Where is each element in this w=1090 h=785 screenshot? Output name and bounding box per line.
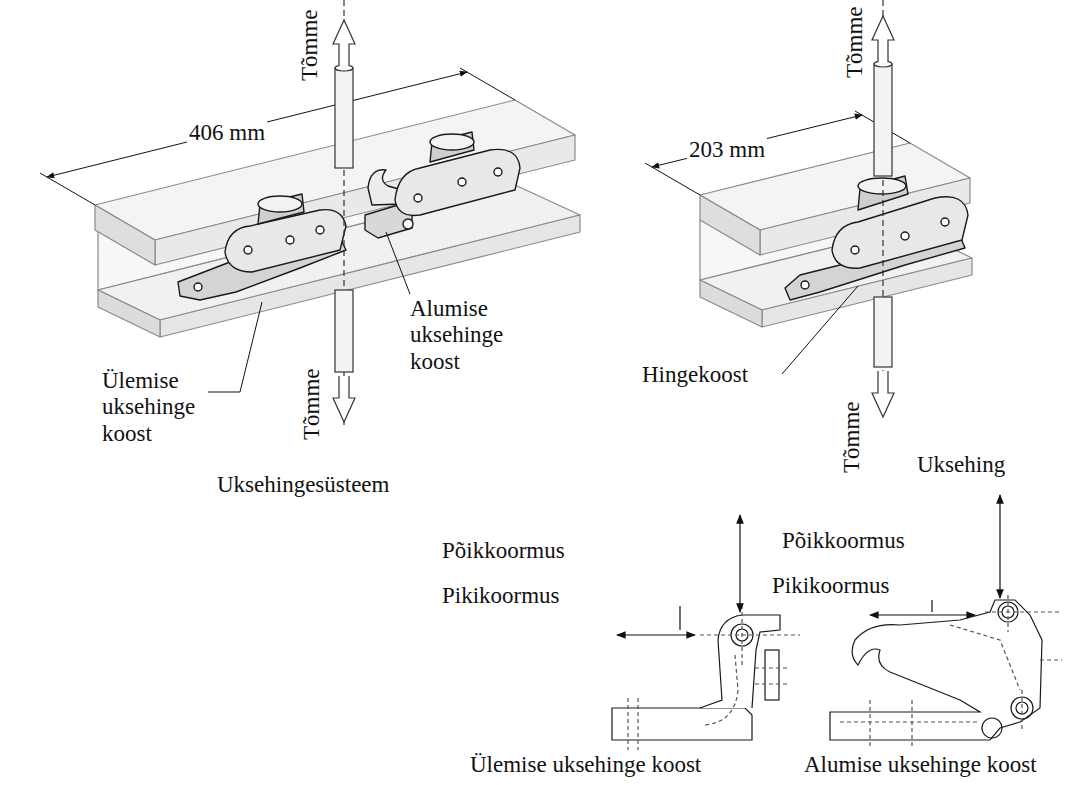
- pull-label: Tõmme: [842, 4, 868, 80]
- hinge-assembly-3d-part: [851, 246, 859, 254]
- pull-rods-part: [333, 376, 355, 422]
- lower-hinge-3d-part: [494, 168, 502, 176]
- dimension-lines-part: [47, 72, 467, 177]
- upper-hinge-3d: [178, 194, 346, 300]
- pull-rods-part: [872, 16, 894, 62]
- load-arrows-part: [679, 606, 680, 630]
- part-label: Uksehingesüsteem: [215, 472, 391, 498]
- upper-hinge-2d-part: [765, 650, 779, 700]
- lower-hinge-3d-part: [414, 194, 422, 202]
- upper-hinge-2d-part-part: [755, 667, 790, 668]
- part-label: Pikikoormus: [440, 583, 562, 609]
- lower-hinge-2d-part-part: [840, 721, 980, 722]
- dimension-lines-part: [40, 173, 95, 205]
- part-label: Põikkoormus: [440, 538, 567, 564]
- right-fixture-part: [700, 195, 760, 255]
- lower-hinge-2d-part-part: [1021, 690, 1022, 730]
- pull-rods-part: [872, 371, 894, 417]
- upper-hinge-3d-part: [316, 226, 324, 234]
- lower-hinge-2d-part: [840, 595, 1062, 748]
- leader-lines-part: [782, 286, 858, 374]
- upper-hinge-2d-part-part: [755, 683, 790, 684]
- part-label: Ülemise uksehinge koost: [100, 368, 197, 447]
- right-fixture-part: [700, 280, 762, 327]
- lower-hinge-3d-part: [430, 132, 474, 162]
- load-arrows-part: [870, 614, 975, 615]
- hinge-assembly-3d-part: [901, 232, 909, 240]
- lower-hinge-2d-part-part: [1007, 595, 1008, 632]
- leader-lines-part: [386, 232, 410, 294]
- upper-hinge-2d-part-part: [741, 605, 742, 665]
- load-arrows-part: [617, 634, 695, 635]
- upper-hinge-2d-part-part: [627, 698, 628, 750]
- upper-hinge-3d-part: [258, 194, 304, 224]
- pull-rods-part: [335, 68, 353, 168]
- lower-hinge-2d-part-part: [950, 625, 1020, 690]
- pull-label: Tõmme: [839, 399, 865, 475]
- hinge-assembly-3d-part: [832, 197, 968, 268]
- lower-hinge-2d-part-part: [869, 700, 870, 748]
- load-arrows: [617, 495, 1000, 635]
- lower-hinge-2d-part: [830, 600, 1042, 740]
- upper-hinge-3d-part: [244, 246, 252, 254]
- pull-label: Tõmme: [299, 366, 325, 442]
- part-label: Alumise uksehinge koost: [802, 752, 1039, 778]
- upper-hinge-3d-part: [258, 196, 302, 212]
- lower-hinge-2d-part-part: [1040, 659, 1062, 660]
- upper-hinge-2d-part: [700, 615, 780, 708]
- right-fixture: [700, 143, 972, 327]
- lower-hinge-3d-part: [403, 219, 413, 229]
- pull-rods-part: [335, 290, 353, 372]
- hinge-assembly-3d-part: [941, 218, 949, 226]
- part-label: Ülemise uksehinge koost: [468, 752, 703, 778]
- upper-hinge-2d-part: [628, 605, 800, 750]
- pull-rods-part: [874, 64, 892, 176]
- leader-lines-part: [208, 302, 262, 392]
- dimension-lines-part: [652, 115, 862, 167]
- hinge-assembly-3d-part: [858, 178, 906, 194]
- dimension-lines-part: [460, 68, 515, 100]
- load-arrows-part: [931, 600, 932, 612]
- lower-hinge-2d: [830, 595, 1062, 748]
- lower-hinge-3d-part: [458, 178, 466, 186]
- pull-label: Tõmme: [297, 7, 323, 83]
- dimension-lines-part: [645, 163, 700, 195]
- upper-hinge-3d-part: [194, 283, 202, 291]
- lower-hinge-2d-part-part: [985, 611, 1060, 612]
- upper-hinge-3d-part: [225, 210, 346, 272]
- load-arrows-part: [739, 515, 740, 612]
- upper-hinge-3d-part: [286, 236, 294, 244]
- left-fixture-part: [155, 135, 575, 265]
- part-label: 203 mm: [687, 137, 767, 163]
- part-label: Hingekoost: [640, 362, 750, 388]
- part-label: 406 mm: [187, 120, 267, 146]
- load-arrows-part: [999, 495, 1000, 598]
- part-label: Pikikoormus: [770, 573, 892, 599]
- pull-rods-part: [874, 297, 892, 367]
- lower-hinge-3d-part: [430, 134, 474, 150]
- pull-rods: [333, 0, 894, 425]
- upper-hinge-2d: [612, 605, 800, 750]
- upper-hinge-2d-part-part: [637, 698, 638, 750]
- part-label: Uksehing: [915, 452, 1007, 478]
- upper-hinge-2d-part: [612, 708, 752, 740]
- part-label: Alumise uksehinge koost: [408, 296, 505, 375]
- pull-rods-part: [333, 20, 355, 66]
- upper-hinge-2d-part-part: [700, 634, 800, 635]
- part-label: Põikkoormus: [780, 528, 907, 554]
- lower-hinge-2d-part-part: [911, 700, 912, 748]
- lower-hinge-3d-part: [395, 149, 520, 215]
- left-fixture-part: [95, 205, 155, 265]
- lower-hinge-2d-part: [982, 718, 1002, 738]
- hinge-assembly-3d: [785, 176, 968, 300]
- left-fixture-part: [98, 290, 160, 337]
- upper-hinge-2d-part-part: [705, 655, 738, 725]
- lower-hinge-3d: [365, 132, 520, 238]
- hinge-assembly-3d-part: [801, 281, 809, 289]
